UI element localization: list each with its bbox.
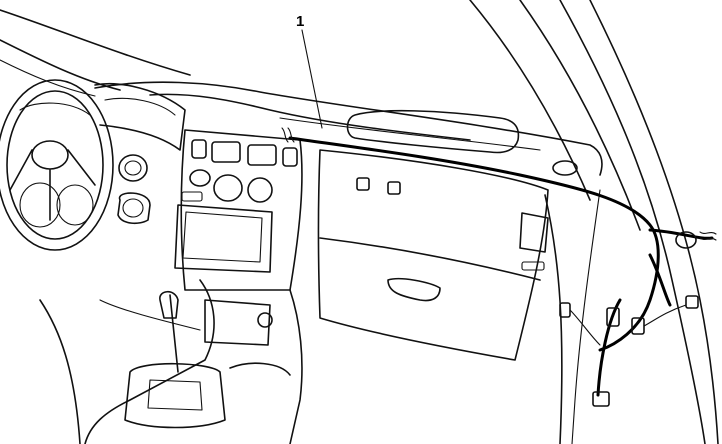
glove-box-handle: [387, 277, 441, 302]
center-vent-right: [247, 144, 277, 166]
dash-speaker: [552, 160, 578, 176]
connector-e: [592, 391, 610, 407]
center-console: [39, 279, 303, 444]
glove-box: [317, 149, 549, 361]
accessory-socket: [257, 312, 273, 328]
defroster-vent: [346, 109, 520, 154]
climate-knob-right: [247, 177, 273, 203]
harness-connector-round: [675, 231, 697, 249]
windshield-frame: [0, 0, 641, 231]
steering-wheel: [0, 79, 114, 251]
climate-knob-center: [213, 174, 243, 202]
connector-d: [685, 295, 699, 309]
shift-gate: [124, 362, 226, 429]
center-vent-left: [211, 141, 241, 163]
callout-label: 1: [296, 13, 304, 30]
passenger-vent: [519, 212, 549, 253]
dashboard-top: [94, 81, 603, 176]
left-vent: [117, 154, 151, 225]
center-stack: [174, 129, 303, 291]
shift-knob: [159, 290, 179, 319]
shift-lever: [169, 294, 179, 373]
passenger-switch-1: [356, 177, 370, 191]
connector-b: [606, 307, 620, 327]
callout-1: 1: [296, 13, 323, 129]
stack-switch-right: [282, 147, 298, 167]
passenger-switch-2: [387, 181, 401, 195]
instrument-cluster: [94, 82, 186, 151]
stack-switch-left: [191, 139, 207, 159]
door-frame: [544, 0, 719, 444]
wiring-harness: [281, 127, 717, 407]
radio-unit: [174, 204, 273, 273]
console-pocket: [204, 299, 271, 346]
callout-leader: [301, 29, 323, 129]
climate-knob-left: [189, 169, 211, 187]
